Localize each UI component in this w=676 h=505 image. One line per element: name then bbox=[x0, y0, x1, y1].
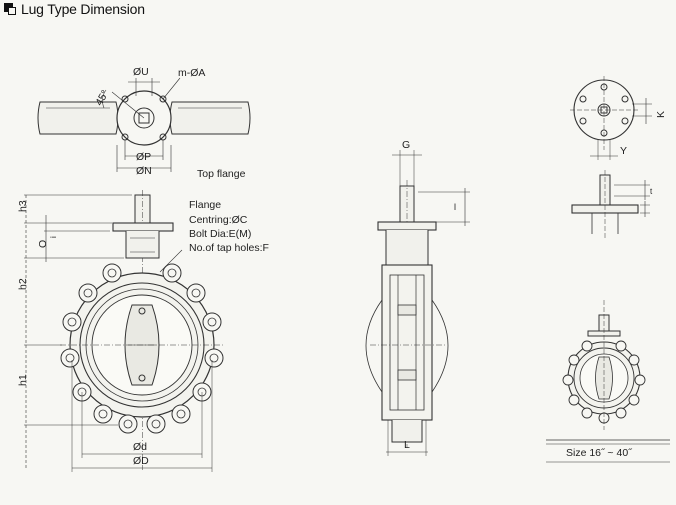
dia-n-label: ØN bbox=[136, 165, 152, 177]
g-label: G bbox=[402, 139, 410, 151]
bolt-dia-label: Bolt Dia:E(M) bbox=[189, 228, 251, 240]
dia-d-large-label: ØD bbox=[133, 455, 149, 467]
l-small-label: l bbox=[454, 202, 456, 212]
top-flange-view bbox=[37, 77, 251, 172]
k-label: K bbox=[655, 111, 667, 118]
front-view bbox=[24, 190, 224, 472]
side-view bbox=[365, 150, 470, 456]
o-label: O bbox=[37, 240, 49, 248]
y-label: Y bbox=[620, 145, 627, 157]
centring-label: Centring:ØC bbox=[189, 214, 248, 226]
bolt-holes-label: m-ØA bbox=[178, 67, 205, 79]
title-bullet-icon bbox=[4, 3, 16, 15]
detail-large-valve-view bbox=[562, 300, 646, 430]
h1-label: h1 bbox=[17, 374, 29, 386]
l-label: L bbox=[404, 439, 410, 451]
h3-label: h3 bbox=[17, 200, 29, 212]
page-title-text: Lug Type Dimension bbox=[21, 1, 145, 17]
h2-label: h2 bbox=[17, 278, 29, 290]
page-title: Lug Type Dimension bbox=[4, 0, 145, 18]
size-range-label: Size 16˝ ~ 40˝ bbox=[566, 447, 633, 459]
top-flange-label: Top flange bbox=[197, 168, 246, 180]
detail-top-flange-view bbox=[570, 76, 652, 160]
detail-stem-view bbox=[571, 170, 650, 240]
size-caption-frame bbox=[546, 439, 670, 463]
t-label: t bbox=[650, 187, 653, 196]
dia-p-label: ØP bbox=[136, 151, 151, 163]
dia-d-small-label: Ød bbox=[133, 441, 147, 453]
dia-u-label: ØU bbox=[133, 66, 149, 78]
tap-holes-label: No.of tap holes:F bbox=[189, 242, 269, 254]
flange-label: Flange bbox=[189, 199, 221, 211]
i-label: i bbox=[49, 236, 58, 238]
